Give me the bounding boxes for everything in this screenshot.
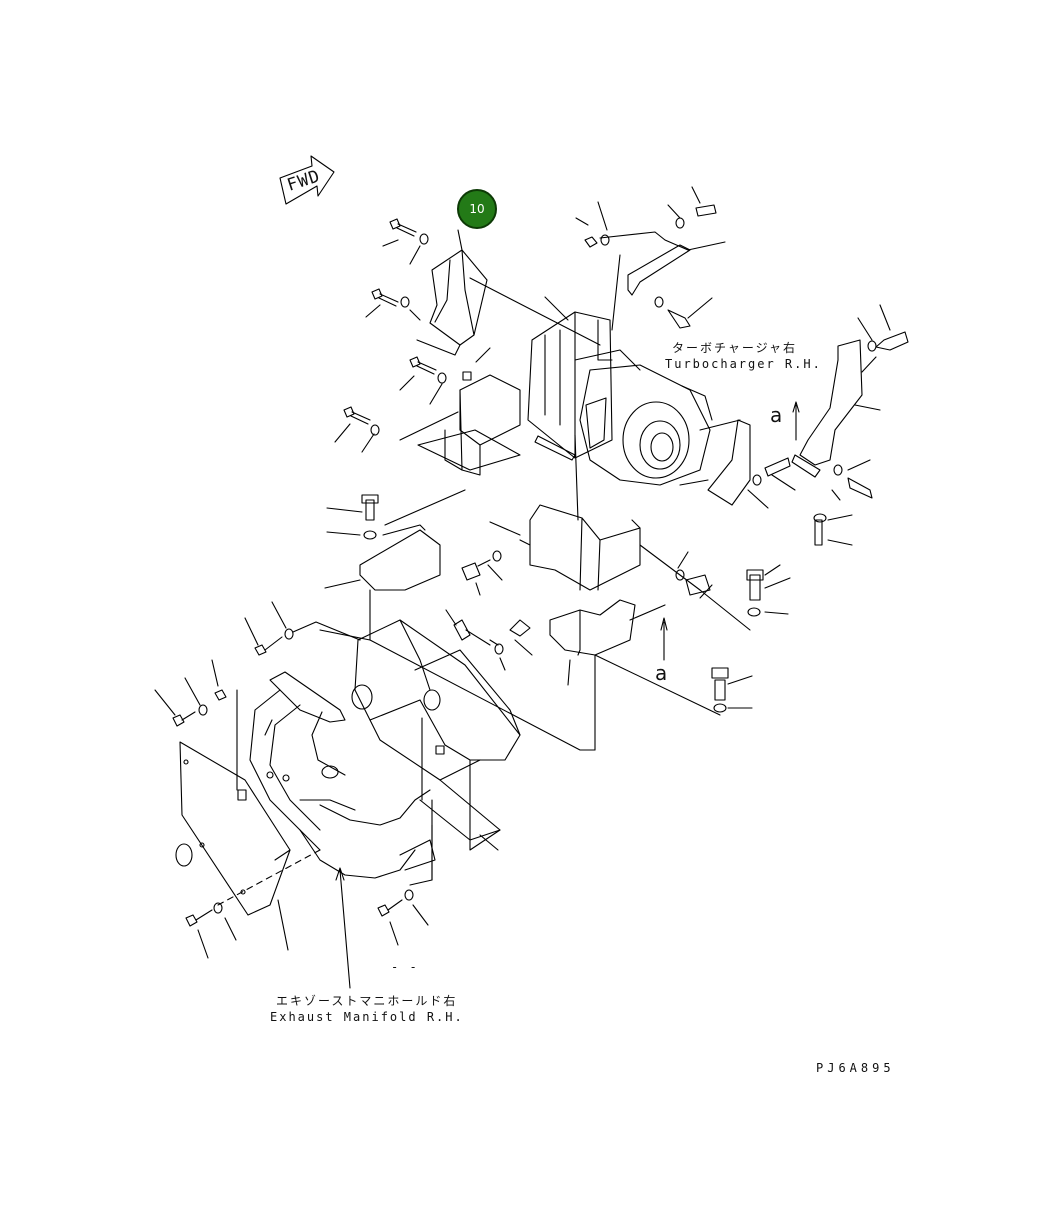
leader-lines	[236, 489, 781, 881]
manifold-label-en: Exhaust Manifold R.H.	[270, 1010, 464, 1024]
callout-number: 10	[469, 202, 485, 216]
dash-marks: - -	[391, 960, 419, 974]
bracket-middle	[399, 347, 521, 476]
bracket-top-right	[575, 186, 726, 329]
bracket-right-lower	[549, 513, 853, 751]
bracket-right	[791, 304, 909, 501]
turbocharger	[469, 254, 713, 486]
view-arrow-lower	[660, 617, 668, 661]
bracket-left-mid	[324, 494, 441, 641]
bolt-group-manifold	[154, 601, 533, 959]
bracket-right-mid	[679, 419, 796, 509]
view-mark-upper: a	[770, 403, 783, 427]
view-arrow-upper	[792, 401, 800, 441]
manifold-leader	[335, 867, 351, 989]
drawing-code: PJ6A895	[816, 1061, 895, 1075]
bracket-center	[461, 434, 713, 599]
manifold-gasket	[175, 741, 291, 951]
heat-shield-upper	[416, 229, 488, 356]
heat-shield-lower	[351, 619, 521, 851]
manifold-label-jp: エキゾーストマニホールド右	[276, 994, 458, 1008]
centerline	[217, 849, 321, 906]
fwd-arrow-outline	[279, 155, 335, 205]
callout-badge[interactable]: 10	[457, 189, 497, 229]
turbocharger-label-jp: ターボチャージャ右	[672, 341, 798, 355]
turbocharger-label-en: Turbocharger R.H.	[665, 357, 822, 371]
exhaust-manifold	[249, 671, 436, 879]
bolt-group-top-left	[334, 218, 447, 453]
view-mark-lower: a	[655, 661, 668, 685]
